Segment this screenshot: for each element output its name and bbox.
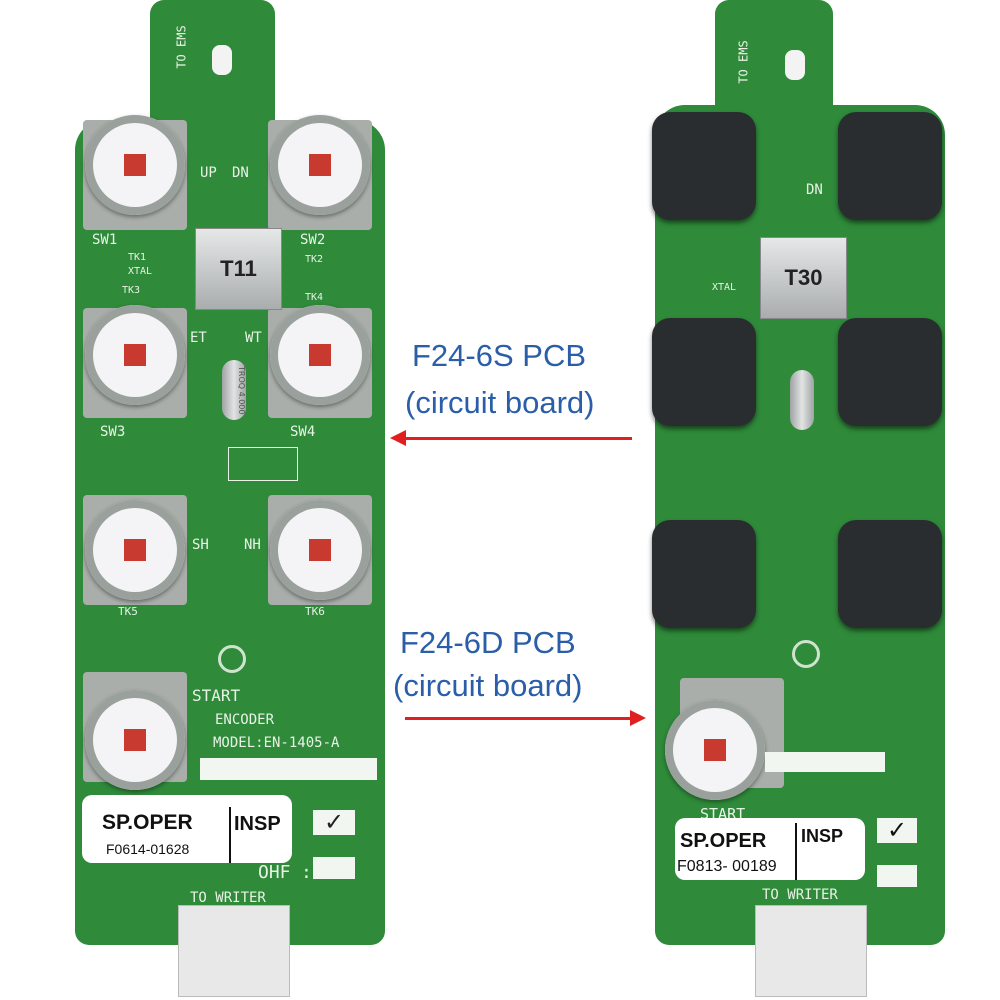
silk-sh: SH bbox=[192, 537, 209, 553]
silk-et: ET bbox=[190, 330, 207, 346]
annotation-f24-6d-sub: (circuit board) bbox=[393, 668, 583, 703]
check-box: ✓ bbox=[313, 810, 355, 835]
mount-hole bbox=[792, 640, 820, 668]
silk-sw4: SW4 bbox=[290, 424, 316, 440]
sticker-serial: F0813- 00189 bbox=[677, 858, 777, 875]
silk-encoder: ENCODER bbox=[215, 712, 275, 728]
switch-start[interactable] bbox=[665, 700, 765, 800]
sticker-insp: INSP bbox=[234, 813, 281, 835]
arrowhead-right-icon bbox=[630, 710, 646, 726]
button-black-5[interactable] bbox=[652, 520, 756, 628]
switch-start[interactable] bbox=[85, 690, 185, 790]
silk-sw1: SW1 bbox=[92, 232, 118, 248]
arrow-to-right-board bbox=[405, 717, 633, 720]
crystal: TROQ 4.000 bbox=[222, 360, 246, 420]
led bbox=[212, 45, 232, 75]
silk-tk1: TK1 bbox=[128, 252, 147, 263]
crystal bbox=[790, 370, 814, 430]
silk-to-ems: TO EMS bbox=[736, 40, 751, 84]
button-black-4[interactable] bbox=[838, 318, 942, 426]
sticker-insp: INSP bbox=[801, 826, 844, 846]
sticker-title: SP.OPER bbox=[102, 811, 193, 834]
rf-module: T11 bbox=[195, 228, 282, 310]
check-box: ✓ bbox=[877, 818, 917, 843]
blank-label-area bbox=[765, 752, 885, 772]
silk-tk3: TK3 bbox=[122, 285, 141, 296]
silk-tk2: TK2 bbox=[305, 254, 324, 265]
sticker-serial: F0614-01628 bbox=[106, 841, 190, 857]
silk-wt: WT bbox=[245, 330, 262, 346]
silk-model: MODEL:EN-1405-A bbox=[213, 735, 340, 751]
switch-sh[interactable] bbox=[85, 500, 185, 600]
silk-xtal: XTAL bbox=[712, 282, 737, 293]
blank-label-area bbox=[200, 758, 377, 780]
switch-sw3[interactable] bbox=[85, 305, 185, 405]
left-sticker: SP.OPER F0614-01628 INSP bbox=[82, 795, 292, 863]
arrow-to-left-board bbox=[400, 437, 632, 440]
rf-module: T30 bbox=[760, 237, 847, 319]
silk-to-writer: TO WRITER bbox=[190, 890, 266, 906]
annotation-f24-6d: F24-6D PCB bbox=[400, 625, 576, 660]
silk-ohf: OHF bbox=[258, 862, 291, 883]
button-black-1[interactable] bbox=[652, 112, 756, 220]
arrowhead-left-icon bbox=[390, 430, 406, 446]
switch-sw2[interactable] bbox=[270, 115, 370, 215]
led bbox=[785, 50, 805, 80]
silk-nh: NH bbox=[244, 537, 261, 553]
silk-outline bbox=[228, 447, 298, 481]
button-black-2[interactable] bbox=[838, 112, 942, 220]
switch-nh[interactable] bbox=[270, 500, 370, 600]
switch-sw1[interactable] bbox=[85, 115, 185, 215]
silk-sw3: SW3 bbox=[100, 424, 126, 440]
silk-xtal: XTAL bbox=[128, 266, 153, 277]
sticker-title: SP.OPER bbox=[680, 830, 767, 852]
silk-tk4: TK4 bbox=[305, 292, 324, 303]
silk-ohf-colon: : bbox=[301, 862, 312, 883]
button-black-6[interactable] bbox=[838, 520, 942, 628]
empty-box bbox=[877, 865, 917, 887]
silk-to-writer: TO WRITER bbox=[762, 887, 838, 903]
writer-connector bbox=[178, 905, 290, 997]
writer-connector bbox=[755, 905, 867, 997]
switch-sw4[interactable] bbox=[270, 305, 370, 405]
silk-start: START bbox=[192, 686, 241, 705]
silk-up: UP bbox=[200, 165, 217, 181]
annotation-f24-6s-sub: (circuit board) bbox=[405, 385, 595, 420]
annotation-f24-6s: F24-6S PCB bbox=[412, 338, 587, 373]
silk-sw2: SW2 bbox=[300, 232, 326, 248]
button-black-3[interactable] bbox=[652, 318, 756, 426]
silk-to-ems: TO EMS bbox=[174, 25, 189, 69]
empty-box bbox=[313, 857, 355, 879]
silk-tk5: TK5 bbox=[118, 605, 138, 618]
mount-hole bbox=[218, 645, 246, 673]
right-sticker: SP.OPER F0813- 00189 INSP bbox=[675, 818, 865, 880]
silk-dn: DN bbox=[232, 165, 249, 181]
silk-dn: DN bbox=[806, 182, 823, 198]
silk-tk6: TK6 bbox=[305, 605, 325, 618]
